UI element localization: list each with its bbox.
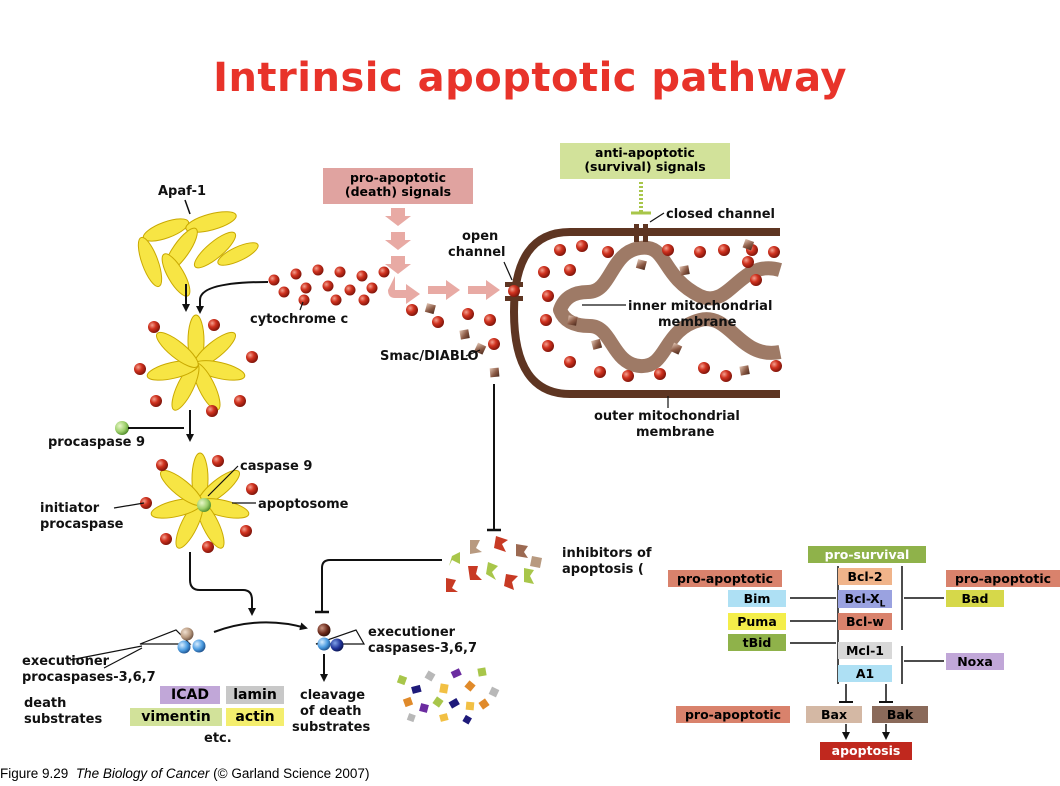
anti-apoptotic-signals-line2: (survival) signals — [584, 159, 706, 174]
procaspase9-ball — [115, 421, 129, 435]
initiator-label-line1: initiator — [40, 501, 100, 516]
executioner-procaspases-label-2: procaspases-3,6,7 — [22, 670, 156, 685]
bclxl-subscript: L — [879, 599, 886, 610]
caption-book-title: The Biology of Cancer — [75, 766, 210, 781]
tbid-box: tBid — [728, 634, 786, 651]
open-channel-label-1: open — [462, 229, 498, 244]
figure-caption: Figure 9.29 The Biology of Cancer (© Gar… — [0, 766, 369, 781]
bim-box: Bim — [728, 590, 786, 607]
executioner-caspases-label-1: executioner — [368, 625, 456, 640]
substrate-lamin: lamin — [226, 686, 284, 704]
caption-prefix: Figure 9.29 — [0, 766, 69, 781]
substrate-vimentin: vimentin — [130, 708, 222, 726]
pro-apoptotic-left-header: pro-apoptotic — [668, 570, 782, 587]
apaf1-label: Apaf-1 — [158, 184, 206, 199]
pro-survival-header: pro-survival — [808, 546, 926, 563]
apoptosome-label: apoptosome — [258, 497, 349, 512]
pro-apoptotic-signals-line1: pro-apoptotic — [349, 170, 447, 185]
mitochondrion — [505, 224, 783, 398]
executioner-procaspases-label-1: executioner — [22, 654, 110, 669]
puma-box: Puma — [728, 613, 786, 630]
mitochondrial-cytochrome-c — [538, 240, 782, 382]
outer-membrane-label-2: membrane — [636, 425, 715, 440]
bclxl-box: Bcl-XL — [838, 590, 892, 610]
cleavage-label-1: cleavage — [300, 688, 365, 703]
pro-apoptotic-signals-box: pro-apoptotic (death) signals — [323, 168, 473, 204]
bad-box: Bad — [946, 590, 1004, 607]
cytochrome-c-cluster — [268, 264, 390, 306]
cleavage-label-2: of death — [300, 704, 361, 719]
cleavage-label-3: substrates — [292, 720, 370, 735]
anti-apoptotic-signals-line1: anti-apoptotic — [595, 145, 695, 160]
apoptosome-active — [140, 452, 258, 553]
open-channel-label-2: channel — [448, 245, 506, 260]
released-cytochrome-c — [406, 304, 500, 350]
a1-box: A1 — [838, 665, 892, 682]
inhibitors-label-2: apoptosis ( — [562, 562, 644, 577]
executioner-caspases-label-2: caspases-3,6,7 — [368, 641, 477, 656]
etc-label: etc. — [204, 731, 232, 746]
pro-apoptotic-right-header: pro-apoptotic — [946, 570, 1060, 587]
pro-apoptotic-signals-line2: (death) signals — [344, 184, 452, 199]
caption-suffix: (© Garland Science 2007) — [213, 766, 370, 781]
substrate-icad: ICAD — [160, 686, 220, 704]
iap-inhibitors — [446, 536, 542, 592]
death-signal-arrows — [385, 208, 500, 304]
mitochondrial-smac — [567, 238, 755, 376]
bclw-box: Bcl-w — [838, 613, 892, 630]
inner-membrane-label-1: inner mitochondrial — [628, 299, 772, 314]
inner-membrane-label-2: membrane — [658, 315, 737, 330]
closed-channel-label: closed channel — [666, 207, 775, 222]
page-title: Intrinsic apoptotic pathway — [213, 55, 847, 101]
outer-membrane-label-1: outer mitochondrial — [594, 409, 740, 424]
bak-box: Bak — [872, 706, 928, 723]
bax-box: Bax — [806, 706, 862, 723]
anti-apoptotic-signals-box: anti-apoptotic (survival) signals — [560, 143, 730, 179]
noxa-box: Noxa — [946, 653, 1004, 670]
bclxl-text: Bcl-X — [844, 591, 880, 606]
procaspase9-label: procaspase 9 — [48, 435, 145, 450]
apoptosis-box: apoptosis — [820, 742, 912, 760]
cytochrome-c-label: cytochrome c — [250, 312, 348, 327]
assembly-arrows — [182, 281, 269, 314]
bcl2-network-lines — [790, 566, 944, 740]
bcl2-box: Bcl-2 — [838, 568, 892, 585]
executioner-caspases — [315, 623, 366, 652]
initiator-label-line2: procaspase — [40, 517, 124, 532]
inhibitors-label-1: inhibitors of — [562, 546, 652, 561]
apaf1-monomers — [137, 211, 259, 297]
death-substrates-label-1: death — [24, 696, 66, 711]
pro-apoptotic-bottom-header: pro-apoptotic — [676, 706, 790, 723]
cleaved-substrate-fragments — [396, 667, 500, 725]
death-substrates-label-2: substrates — [24, 712, 102, 727]
released-smac — [424, 303, 500, 378]
smac-diablo-label: Smac/DIABLO — [380, 349, 479, 364]
executioner-procaspases — [139, 627, 206, 654]
apoptosome-assembly — [134, 314, 258, 417]
mcl1-box: Mcl-1 — [838, 642, 892, 659]
substrate-actin: actin — [226, 708, 284, 726]
caspase9-label: caspase 9 — [240, 459, 312, 474]
